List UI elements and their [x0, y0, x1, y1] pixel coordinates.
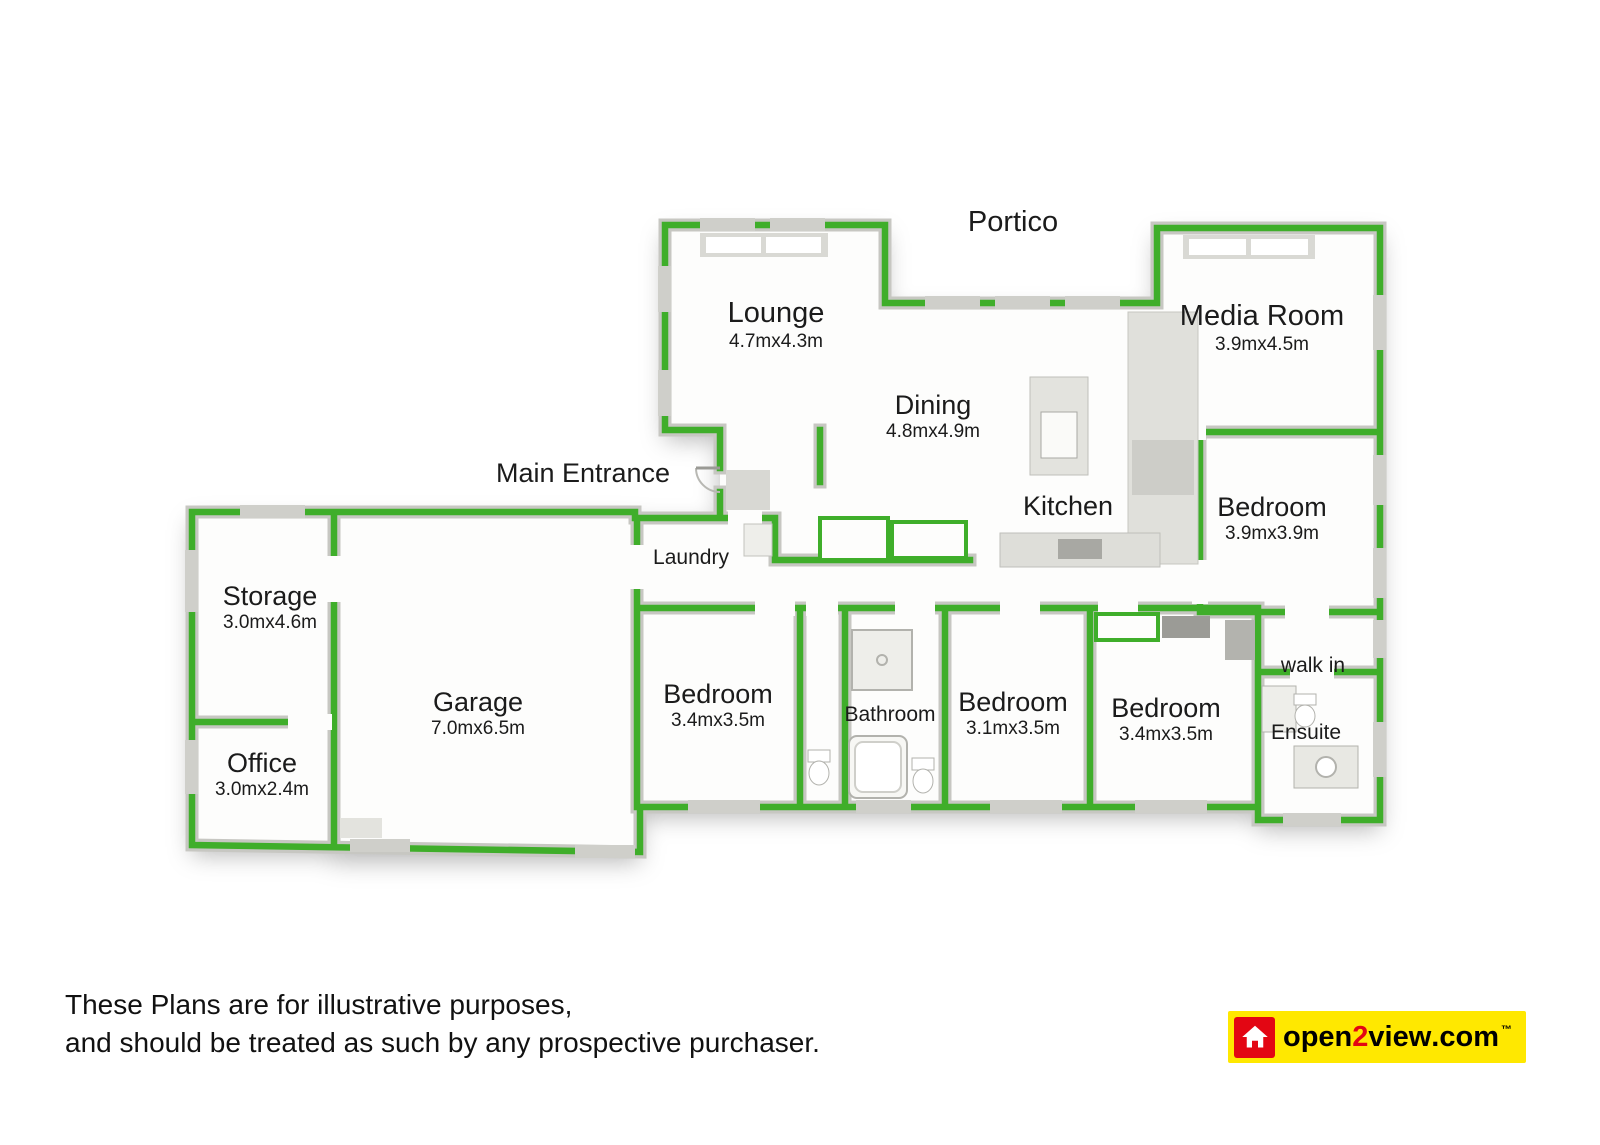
room-name: Main Entrance	[495, 458, 671, 488]
brand-view: view	[1368, 1020, 1432, 1053]
entrance-door	[695, 466, 721, 493]
walls-layer	[185, 218, 1387, 859]
brand-open: open	[1283, 1020, 1353, 1053]
brand-two: 2	[1352, 1020, 1369, 1053]
house-icon	[1234, 1016, 1275, 1058]
room-name: Dining	[894, 390, 972, 420]
room-dims: 3.9mx3.9m	[1225, 523, 1319, 545]
room-dims: 3.0mx4.6m	[223, 612, 317, 634]
room-label-bedroom-2: Bedroom 3.4mx3.5m	[663, 679, 773, 732]
ensuite-fixtures	[1261, 685, 1359, 789]
windows-layer	[185, 218, 1386, 858]
bathtub-basin	[854, 741, 902, 793]
room-dims: 3.4mx3.5m	[1119, 724, 1213, 746]
room-name: Storage	[222, 581, 318, 611]
room-dims: 4.8mx4.9m	[886, 421, 980, 443]
room-label-storage: Storage 3.0mx4.6m	[223, 581, 318, 634]
vanity	[1293, 745, 1359, 789]
toilet-icon	[808, 760, 830, 786]
brand-text: open 2 view .com ™	[1283, 1021, 1512, 1054]
toilet-icon	[807, 749, 831, 763]
disclaimer-line1: These Plans are for illustrative purpose…	[65, 989, 573, 1020]
room-name: Bedroom	[1217, 492, 1327, 522]
disclaimer-line2: and should be treated as such by any pro…	[65, 1026, 820, 1058]
room-name: Kitchen	[1022, 491, 1114, 521]
room-name: Garage	[432, 687, 524, 717]
room-label-walk-in: walk in	[1281, 654, 1345, 678]
room-name: Bedroom	[1111, 693, 1221, 723]
kitchen-cabinets	[999, 311, 1199, 568]
fixtures-layer	[340, 311, 1359, 838]
toilet-icon	[911, 757, 935, 771]
room-name: Media Room	[1179, 300, 1345, 332]
garage-detail	[340, 818, 382, 838]
room-dims: 4.7mx4.3m	[729, 330, 823, 352]
hall-cupboard	[890, 520, 968, 560]
room-dims: 3.0mx2.4m	[215, 779, 309, 801]
room-name: Bedroom	[663, 679, 773, 709]
hall-cupboard	[818, 516, 890, 562]
room-name: Lounge	[727, 297, 825, 329]
room-label-media-room: Media Room 3.9mx4.5m	[1180, 300, 1344, 356]
room-label-laundry: Laundry	[653, 546, 729, 570]
room-label-ensuite: Ensuite	[1271, 721, 1341, 745]
room-name: Ensuite	[1270, 721, 1342, 744]
room-label-main-entrance: Main Entrance	[496, 458, 670, 489]
bathroom-fixtures	[848, 629, 935, 799]
room-dims: 3.4mx3.5m	[671, 710, 765, 732]
bedroom-cupboard	[1094, 612, 1160, 642]
toilet-icon	[912, 768, 934, 794]
basin-icon	[1315, 756, 1337, 778]
trademark-symbol: ™	[1500, 1023, 1512, 1036]
kitchen-island	[1029, 376, 1089, 476]
room-label-kitchen: Kitchen	[1023, 491, 1113, 522]
room-name: Portico	[967, 206, 1059, 238]
floor-mat	[1225, 620, 1255, 660]
room-dims: 7.0mx6.5m	[431, 718, 525, 740]
room-label-garage: Garage 7.0mx6.5m	[431, 687, 525, 740]
washing-machine	[743, 523, 773, 557]
room-name: Bedroom	[958, 687, 1068, 717]
room-dims: 3.9mx4.5m	[1215, 333, 1309, 355]
shower	[1261, 685, 1297, 733]
shower-drain-icon	[876, 654, 888, 666]
brand-tld: .com	[1431, 1020, 1499, 1053]
room-label-bedroom-1: Bedroom 3.9mx3.9m	[1217, 492, 1327, 545]
room-label-bathroom: Bathroom	[844, 703, 935, 727]
room-label-bedroom-4: Bedroom 3.4mx3.5m	[1111, 693, 1221, 746]
toilet-icon	[1293, 693, 1317, 706]
entry-mat	[726, 470, 770, 510]
disclaimer: These Plans are for illustrative purpose…	[65, 986, 820, 1061]
room-dims: 3.1mx3.5m	[966, 718, 1060, 740]
room-name: walk in	[1280, 654, 1346, 677]
room-label-portico: Portico	[968, 206, 1058, 240]
toilet-icon	[1294, 704, 1316, 728]
room-label-bedroom-3: Bedroom 3.1mx3.5m	[958, 687, 1068, 740]
room-label-dining: Dining 4.8mx4.9m	[886, 390, 980, 443]
room-label-office: Office 3.0mx2.4m	[215, 748, 309, 801]
floor-mat	[1162, 616, 1210, 638]
room-name: Office	[226, 748, 298, 778]
shower	[851, 629, 913, 691]
room-name: Laundry	[653, 546, 729, 569]
open2view-logo: open 2 view .com ™	[1228, 1011, 1526, 1063]
wc-fixtures	[807, 749, 831, 786]
room-name: Bathroom	[844, 703, 936, 726]
room-label-lounge: Lounge 4.7mx4.3m	[728, 297, 825, 353]
